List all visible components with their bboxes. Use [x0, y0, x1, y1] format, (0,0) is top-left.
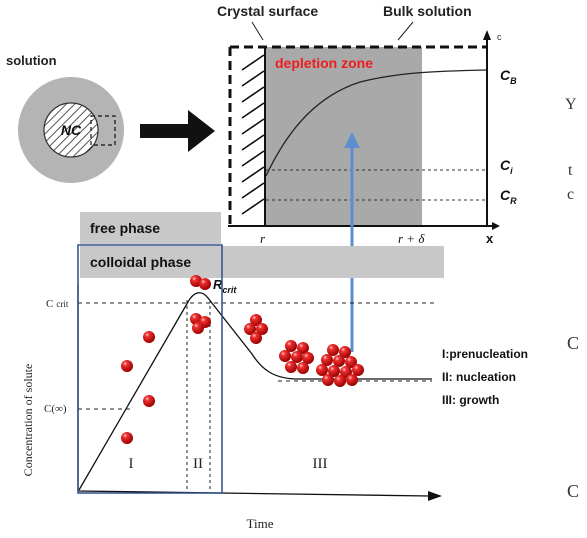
- tick-r-delta: r + δ: [398, 231, 425, 246]
- particle: [256, 323, 268, 335]
- particle-cluster-medium: [279, 340, 314, 374]
- depletion-zone-label: depletion zone: [275, 55, 373, 71]
- concentration-profile-curve: [265, 69, 487, 177]
- c-axis-label: c: [497, 32, 502, 42]
- level-cr-label: CR: [500, 187, 517, 206]
- lamer-x-arrowhead: [428, 491, 442, 501]
- fragment: c: [567, 186, 574, 203]
- nc-core: [43, 102, 99, 158]
- stage-legend: I:prenucleation II: nucleation III: grow…: [442, 347, 528, 407]
- depletion-panel: Crystal surface Bulk solution depletion …: [217, 3, 517, 246]
- lamer-x-axis: [77, 490, 431, 497]
- lamer-x-label: Time: [247, 516, 274, 531]
- particles: [121, 275, 364, 444]
- colloidal-phase-label: colloidal phase: [90, 254, 191, 270]
- particle: [250, 332, 262, 344]
- rcrit-label: Rcrit: [213, 277, 237, 295]
- level-cb-label: CB: [500, 67, 517, 86]
- depletion-zone-region: [266, 47, 422, 225]
- nc-core-label: NC: [61, 122, 82, 138]
- particle: [250, 314, 262, 326]
- stage-ii-label: II: [193, 456, 203, 472]
- stage-i-label: I: [129, 456, 134, 472]
- tick-r: r: [260, 231, 266, 246]
- particle: [199, 278, 211, 290]
- legend-item: I:prenucleation: [442, 347, 528, 361]
- particle: [143, 395, 155, 407]
- legend-item: III: growth: [442, 393, 499, 407]
- crystal-surface-pointer: [251, 21, 264, 41]
- particle: [192, 322, 204, 334]
- legend-item: II: nucleation: [442, 370, 516, 384]
- particle: [244, 323, 256, 335]
- nanocrystal-sketch: solution NC: [6, 53, 215, 183]
- fragment: C: [567, 481, 579, 501]
- particle: [121, 360, 133, 372]
- particle: [121, 432, 133, 444]
- free-phase-bar: [80, 212, 221, 244]
- solution-label: solution: [6, 53, 57, 68]
- c-inf-label: C(∞): [44, 403, 67, 415]
- bulk-solution-label: Bulk solution: [383, 3, 472, 19]
- free-phase-label: free phase: [90, 220, 160, 236]
- colloidal-phase-bar: [80, 246, 444, 278]
- lamer-y-label: Concentration of solute: [21, 364, 35, 477]
- cropped-text-fragments: Y t c C C: [565, 96, 579, 501]
- c-axis-arrowhead: [483, 30, 491, 40]
- lamer-curve: [78, 292, 432, 491]
- stage-iii-label: III: [313, 456, 328, 472]
- crystal-wall-hatching: [241, 54, 265, 215]
- fragment: C: [567, 333, 579, 353]
- x-axis-top-panel-arrowhead: [492, 222, 500, 230]
- x-axis-top-panel-label: x: [486, 231, 494, 246]
- zoom-arrow: [140, 110, 215, 152]
- bulk-solution-pointer: [397, 21, 414, 41]
- crystal-surface-label: Crystal surface: [217, 3, 318, 19]
- level-ci-label: Ci: [500, 157, 513, 176]
- particle: [143, 331, 155, 343]
- fragment: t: [568, 162, 573, 179]
- nc-zoom-box: [90, 115, 116, 146]
- fragment: Y: [565, 96, 577, 113]
- particle-cluster-large: [316, 344, 364, 387]
- stage-frame: [77, 244, 223, 494]
